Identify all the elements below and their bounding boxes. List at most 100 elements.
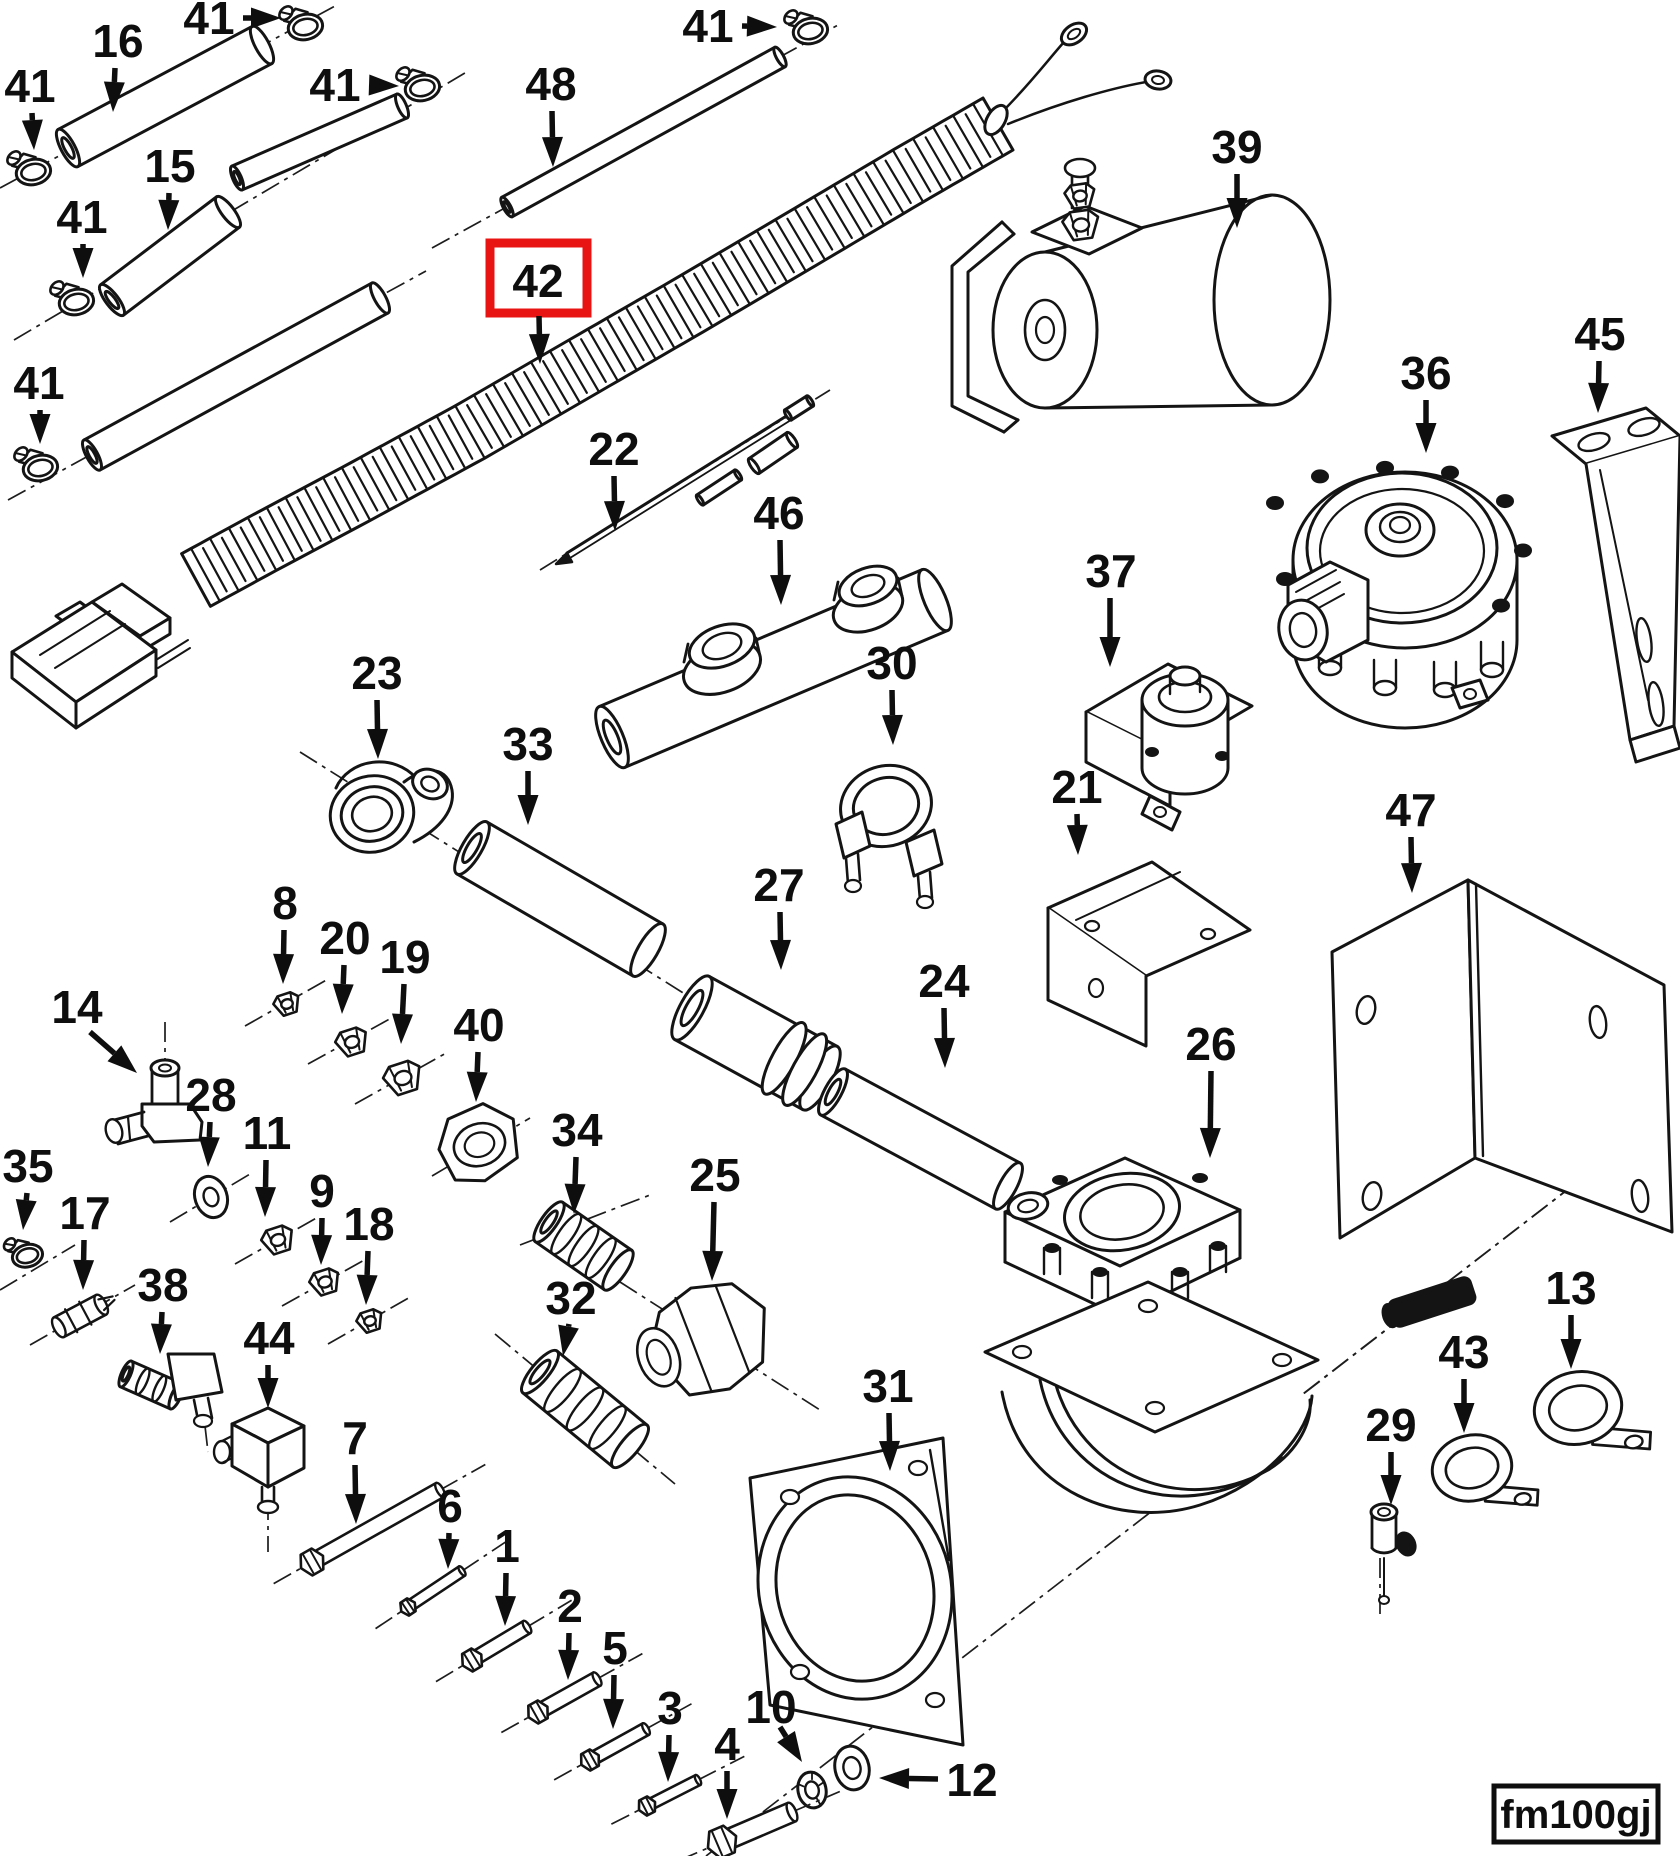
callout-22: 22 (588, 423, 640, 531)
callout-1: 1 (494, 1520, 520, 1626)
elbow-29 (1369, 1502, 1417, 1605)
callout-41: 41 (13, 357, 65, 444)
figure-code-box: fm100gj (1491, 1783, 1661, 1845)
barb-32 (520, 1348, 650, 1470)
p-clamp (1430, 1433, 1540, 1507)
svg-text:13: 13 (1545, 1262, 1596, 1314)
svg-text:42: 42 (512, 255, 563, 307)
callout-43: 43 (1438, 1326, 1490, 1433)
callout-41: 41 (56, 191, 108, 278)
flange-31 (748, 1436, 965, 1747)
callout-46: 46 (753, 487, 805, 605)
callout-4: 4 (714, 1718, 740, 1819)
svg-text:17: 17 (59, 1187, 110, 1239)
svg-text:40: 40 (453, 999, 504, 1051)
svg-text:47: 47 (1385, 784, 1436, 836)
nut (1061, 208, 1100, 242)
callout-41: 41 (4, 60, 56, 150)
valve-37 (1084, 662, 1254, 832)
svg-text:14: 14 (51, 981, 103, 1033)
svg-text:23: 23 (351, 647, 402, 699)
svg-text:15: 15 (144, 140, 195, 192)
callout-6: 6 (437, 1480, 463, 1569)
highlight-box (485, 238, 592, 318)
callout-5: 5 (602, 1622, 628, 1729)
hose-clamp-kit (6, 5, 830, 483)
bracket-45 (1550, 406, 1680, 764)
svg-text:22: 22 (588, 423, 639, 475)
callout-14: 14 (51, 981, 137, 1073)
svg-text:41: 41 (682, 0, 733, 52)
hose (80, 281, 392, 472)
hose-clamp (783, 9, 830, 46)
callout-24: 24 (918, 955, 970, 1068)
svg-text:18: 18 (343, 1198, 394, 1250)
callout-28: 28 (185, 1069, 237, 1167)
svg-text:38: 38 (137, 1259, 188, 1311)
svg-text:9: 9 (309, 1165, 335, 1217)
callout-33: 33 (502, 718, 554, 825)
svg-text:31: 31 (862, 1360, 913, 1412)
svg-text:33: 33 (502, 718, 553, 770)
callout-21: 21 (1051, 761, 1103, 855)
nut (355, 1307, 383, 1335)
svg-text:12: 12 (946, 1754, 997, 1806)
svg-text:41: 41 (309, 59, 360, 111)
svg-text:41: 41 (13, 357, 64, 409)
corrugated-hose-42 (180, 21, 1173, 608)
fitting-17 (50, 1293, 116, 1339)
svg-text:10: 10 (745, 1681, 796, 1733)
callout-26: 26 (1185, 1018, 1237, 1158)
svg-text:35: 35 (2, 1140, 53, 1192)
canister-39 (950, 157, 1332, 434)
svg-text:41: 41 (56, 191, 107, 243)
svg-text:32: 32 (545, 1272, 596, 1324)
tube (228, 92, 411, 192)
callout-20: 20 (319, 912, 371, 1014)
svg-text:4: 4 (714, 1718, 740, 1770)
callout-34: 34 (551, 1104, 603, 1214)
callout-32: 32 (545, 1272, 597, 1356)
bushing-40 (437, 1102, 519, 1183)
hose-15 (97, 194, 243, 318)
callout-48: 48 (525, 58, 577, 167)
mixer-port (1381, 1276, 1477, 1329)
svg-text:41: 41 (183, 0, 234, 44)
nut (307, 1267, 340, 1297)
svg-text:41: 41 (4, 60, 55, 112)
hose-clamp (49, 280, 96, 317)
callout-41: 41 (183, 0, 281, 44)
svg-text:3: 3 (657, 1682, 683, 1734)
svg-text:24: 24 (918, 955, 970, 1007)
callout-42: 42 (512, 255, 564, 364)
air-chain (328, 760, 1024, 1211)
svg-text:5: 5 (602, 1622, 628, 1674)
callout-35: 35 (2, 1140, 54, 1230)
tube (746, 430, 800, 476)
fitting-38 (117, 1352, 224, 1429)
callout-13: 13 (1545, 1262, 1597, 1369)
washer (833, 1744, 871, 1792)
solenoid-44 (212, 1406, 306, 1515)
svg-text:21: 21 (1051, 761, 1102, 813)
svg-text:27: 27 (753, 859, 804, 911)
svg-text:19: 19 (379, 931, 430, 983)
manifold-46 (594, 564, 953, 770)
bolt (610, 1755, 745, 1825)
hose-clamp (278, 5, 325, 42)
harness-connector (10, 582, 191, 730)
svg-text:34: 34 (551, 1104, 603, 1156)
callout-29: 29 (1365, 1399, 1417, 1505)
svg-text:11: 11 (243, 1107, 292, 1159)
tube-24 (817, 1067, 1024, 1211)
p-clamp (1532, 1370, 1653, 1451)
svg-text:37: 37 (1085, 545, 1136, 597)
hose-16 (54, 24, 276, 169)
callout-36: 36 (1400, 347, 1452, 453)
svg-text:29: 29 (1365, 1399, 1416, 1451)
bracket-47 (1330, 878, 1674, 1240)
svg-text:16: 16 (92, 15, 143, 67)
